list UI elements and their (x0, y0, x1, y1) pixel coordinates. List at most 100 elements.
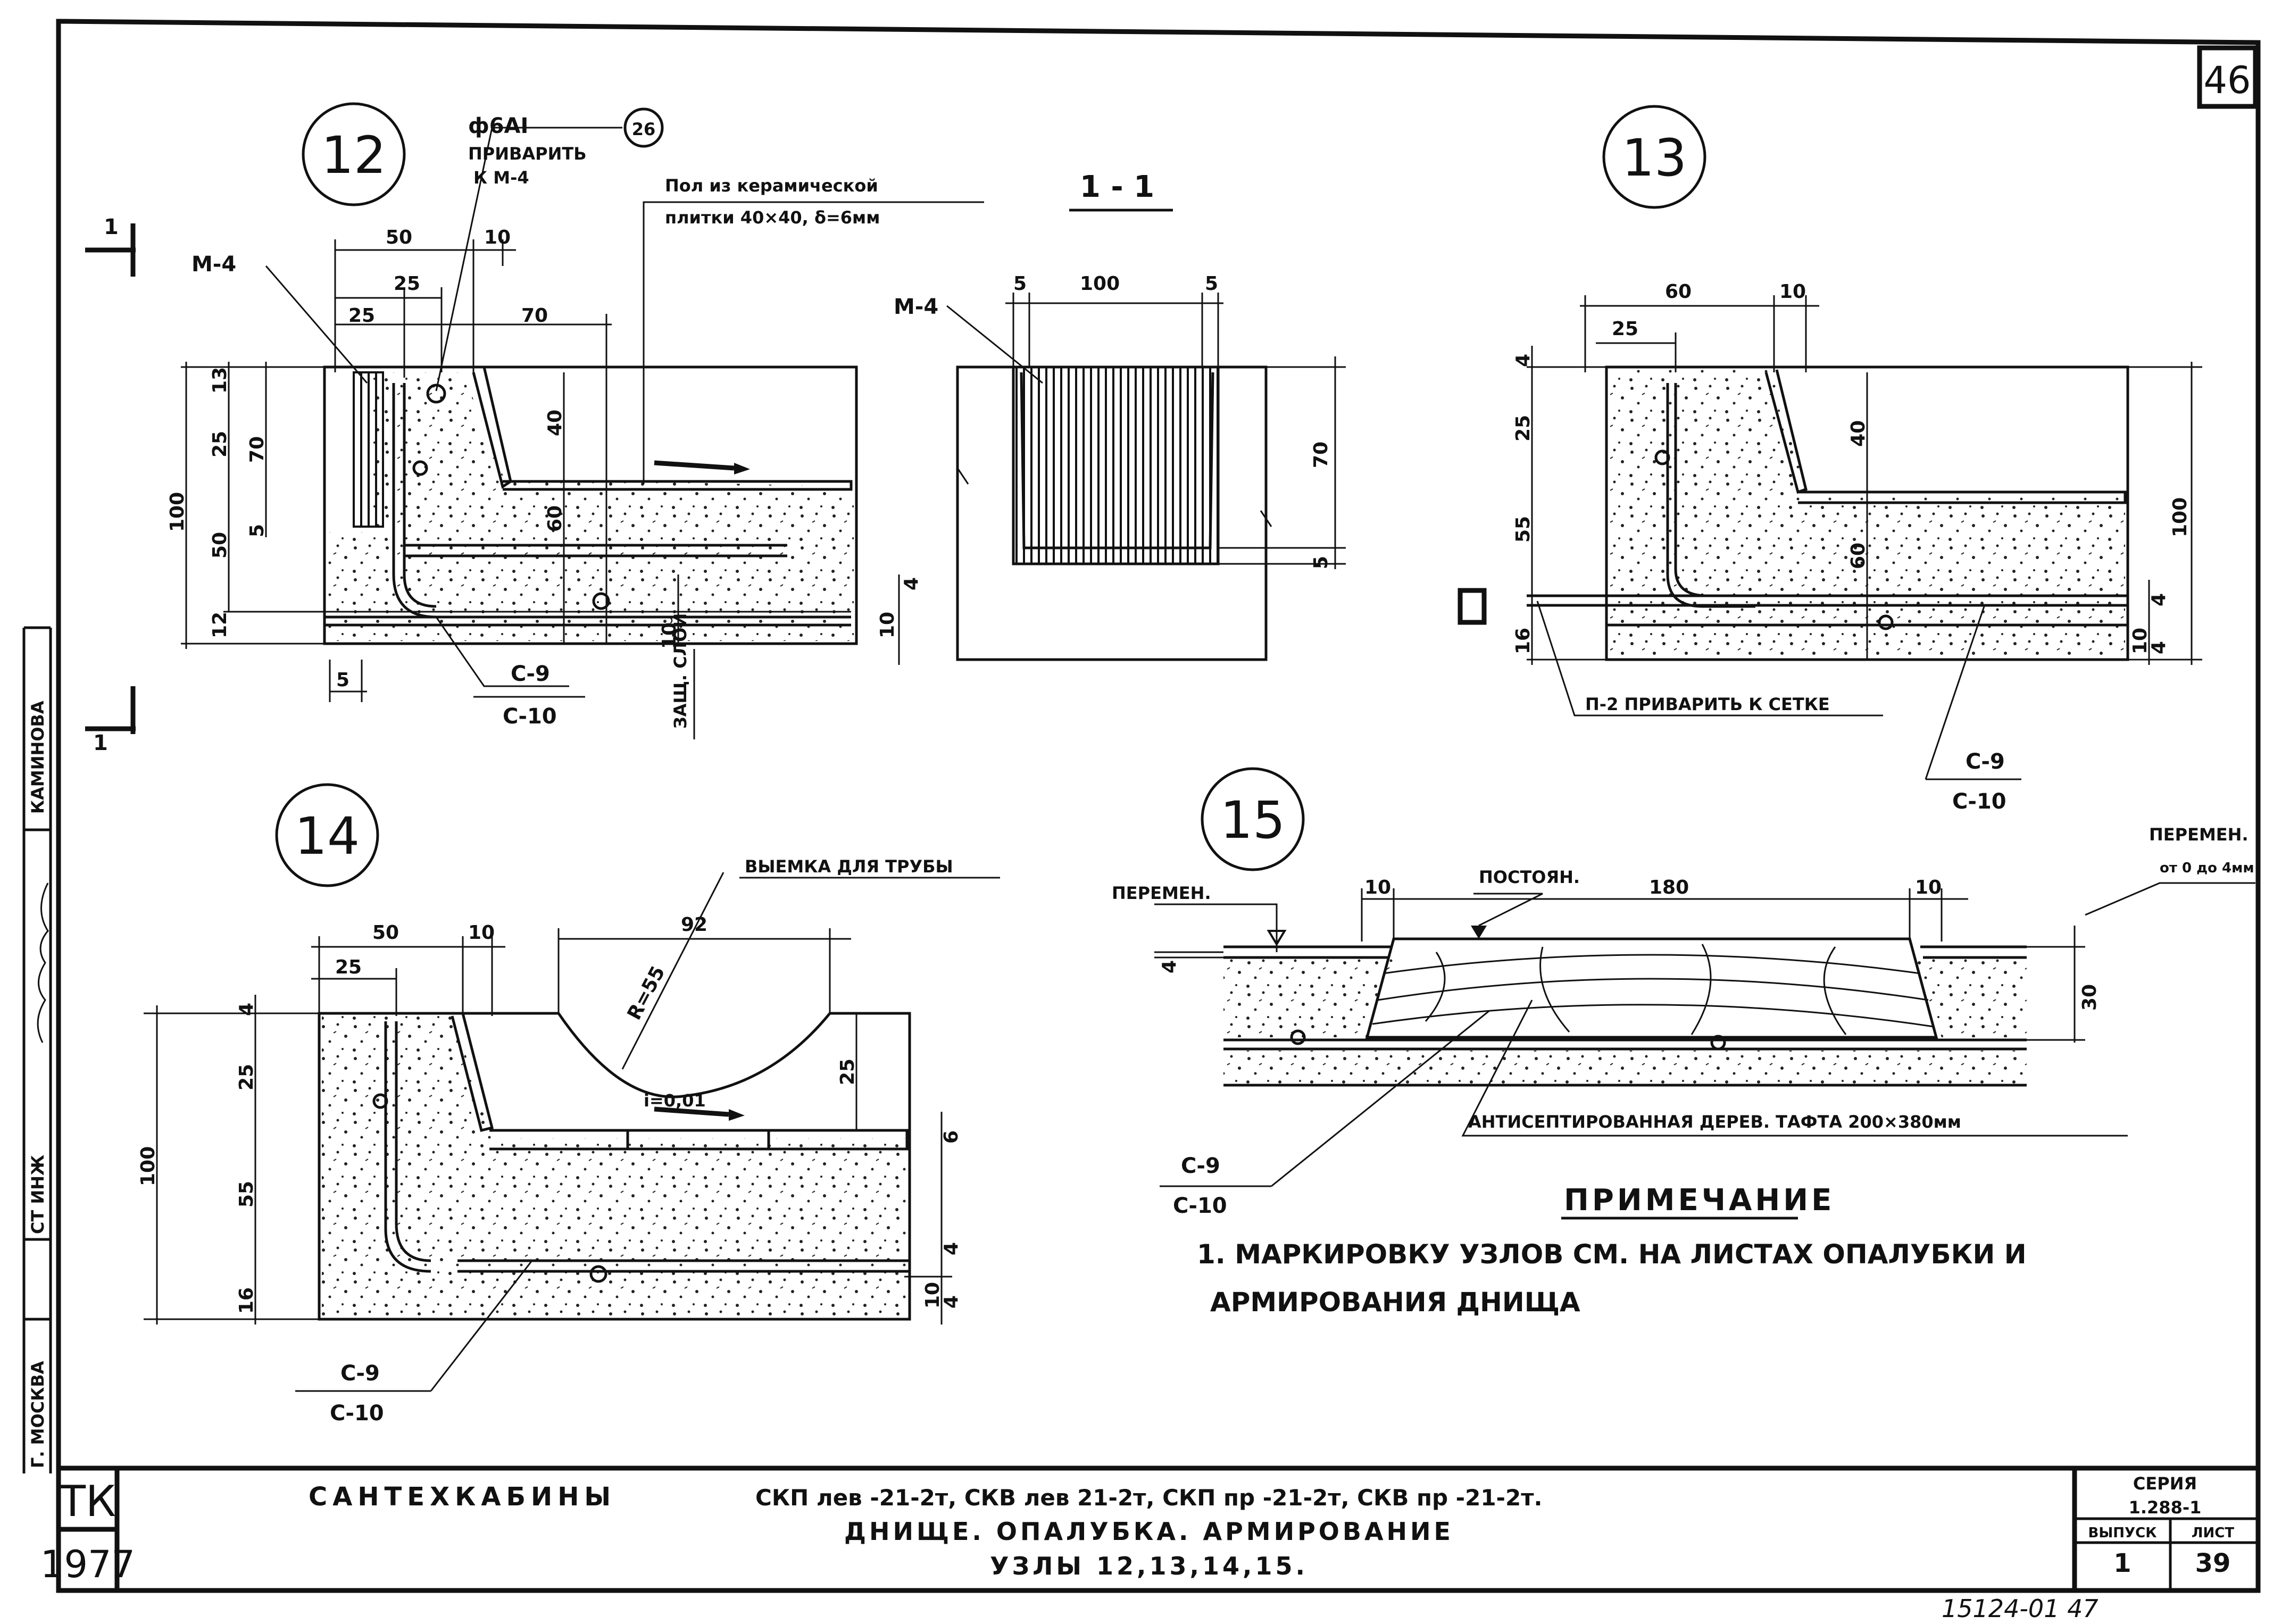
svg-text:10: 10 (877, 612, 898, 638)
section-title: 1 - 1 (1080, 170, 1154, 204)
svg-text:10: 10 (484, 227, 511, 248)
svg-text:5: 5 (246, 524, 268, 537)
svg-text:4: 4 (236, 1003, 257, 1016)
tk-label: ТК (59, 1477, 116, 1526)
floor-note-line2: плитки 40×40, δ=6мм (665, 207, 880, 228)
section-1-1: 1 - 1 5 100 5 70 5 М-4 (894, 170, 1346, 661)
series-label: СЕРИЯ (2133, 1473, 2197, 1494)
cover-label: ЗАЩ. СЛОЙ (670, 613, 690, 729)
issue-label: ВЫПУСК (2088, 1525, 2157, 1541)
note-block: ПРИМЕЧАНИЕ 1. МАРКИРОВКУ УЗЛОВ СМ. НА ЛИ… (1197, 1183, 2027, 1318)
issue-value: 1 (2113, 1548, 2131, 1578)
note-line-1: 1. МАРКИРОВКУ УЗЛОВ СМ. НА ЛИСТАХ ОПАЛУБ… (1197, 1239, 2027, 1270)
svg-text:4: 4 (1512, 354, 1534, 367)
section-mark-bottom: 1 (93, 731, 108, 755)
node-13-circle (1602, 105, 1706, 209)
svg-text:25: 25 (348, 305, 375, 327)
svg-text:4: 4 (1159, 960, 1180, 973)
svg-text:50: 50 (386, 227, 412, 248)
svg-text:13: 13 (209, 367, 231, 394)
node-15-circle (1201, 767, 1305, 871)
svg-text:100: 100 (166, 492, 188, 532)
svg-text:4: 4 (940, 1242, 962, 1255)
svg-text:5: 5 (1310, 556, 1332, 569)
svg-text:92: 92 (681, 914, 707, 936)
svg-text:10: 10 (922, 1282, 944, 1309)
svg-text:25: 25 (1512, 415, 1534, 442)
svg-text:25: 25 (837, 1059, 859, 1085)
section-embedded-label: М-4 (894, 295, 938, 319)
svg-text:4: 4 (901, 577, 922, 590)
svg-text:70: 70 (1310, 442, 1332, 468)
series-value: 1.288-1 (2129, 1497, 2202, 1518)
svg-text:16: 16 (236, 1287, 257, 1314)
node-14-circle (275, 783, 379, 887)
svg-text:25: 25 (1612, 318, 1638, 340)
floor-note-line1: Пол из керамической (665, 176, 878, 196)
section-mark-top: 1 (104, 215, 119, 239)
mesh-top-label: С-9 (511, 662, 550, 686)
embedded-part-m4 (353, 371, 384, 528)
node-14-id: 14 (295, 806, 360, 866)
sheet-number: 46 (2203, 59, 2251, 102)
bottom-stamp: 15124-01 47 (1942, 1594, 2099, 1623)
svg-text:70: 70 (246, 436, 268, 463)
mesh-bottom-label-13: С-10 (1952, 789, 2006, 814)
svg-text:10: 10 (468, 922, 495, 944)
title-line-3: УЗЛЫ 12,13,14,15. (990, 1552, 1308, 1580)
left-stamp: КАМИНОВА СТ ИНЖ Г. МОСКВА (22, 626, 52, 1473)
svg-text:40: 40 (544, 410, 566, 436)
svg-text:60: 60 (1665, 281, 1692, 303)
svg-text:40: 40 (1847, 420, 1869, 447)
svg-text:25: 25 (394, 273, 420, 295)
svg-text:10: 10 (1779, 281, 1806, 303)
timber-label: АНТИСЕПТИРОВАННАЯ ДЕРЕВ. ТАФТА 200×380мм (1468, 1112, 1961, 1132)
sheet-value: 39 (2195, 1548, 2231, 1578)
mesh-bottom-label-15: С-10 (1173, 1194, 1227, 1218)
svg-text:10: 10 (2129, 628, 2151, 654)
timber-tafta (1365, 937, 1938, 1039)
title-models: СКП лев -21-2т, СКВ лев 21-2т, СКП пр -2… (755, 1485, 1543, 1511)
embedded-part-m4-section (1012, 365, 1220, 565)
year-label: 1977 (40, 1543, 135, 1586)
svg-text:100: 100 (2169, 497, 2191, 537)
variable-right-label: ПЕРЕМЕН. (2149, 825, 2249, 845)
svg-text:5: 5 (1205, 273, 1218, 295)
signature (37, 882, 49, 1043)
svg-text:25: 25 (209, 431, 231, 457)
sheet-frame: 46 (56, 19, 2261, 1593)
weld-note-13: П-2 ПРИВАРИТЬ К СЕТКЕ (1585, 694, 1830, 714)
variable-left-label: ПЕРЕМЕН. (1112, 883, 1211, 903)
node-15-id: 15 (1220, 790, 1285, 850)
sheet-label: ЛИСТ (2192, 1525, 2234, 1541)
svg-text:100: 100 (137, 1146, 159, 1186)
svg-text:60: 60 (544, 505, 566, 532)
svg-text:70: 70 (521, 305, 548, 327)
constant-label: ПОСТОЯН. (1479, 867, 1580, 887)
node-13-id: 13 (1622, 128, 1687, 188)
svg-text:180: 180 (1649, 877, 1689, 898)
note-line-2: АРМИРОВАНИЯ ДНИЩА (1210, 1287, 1580, 1318)
svg-text:55: 55 (236, 1181, 257, 1207)
bar-label: ф6АI (468, 114, 528, 138)
svg-text:4: 4 (2148, 593, 2170, 606)
title-prefix: САНТЕХКАБИНЫ (309, 1482, 616, 1512)
svg-text:30: 30 (2079, 984, 2101, 1011)
mesh-bottom-label-14: С-10 (330, 1401, 384, 1426)
bar-position: 26 (632, 119, 656, 139)
svg-text:12: 12 (209, 612, 231, 638)
stamp-role: СТ ИНЖ (28, 1155, 48, 1234)
node-12-id: 12 (321, 126, 386, 185)
svg-text:10: 10 (1915, 877, 1942, 898)
svg-text:50: 50 (372, 922, 399, 944)
node-14: 14 (137, 783, 1000, 1426)
svg-text:25: 25 (335, 956, 362, 978)
svg-text:55: 55 (1512, 516, 1534, 543)
svg-text:50: 50 (209, 532, 231, 559)
svg-text:10: 10 (659, 622, 680, 649)
mesh-bottom-label: С-10 (503, 704, 557, 729)
svg-text:25: 25 (236, 1064, 257, 1090)
svg-text:5: 5 (1013, 273, 1027, 295)
variable-range-label: от 0 до 4мм (2160, 860, 2254, 876)
